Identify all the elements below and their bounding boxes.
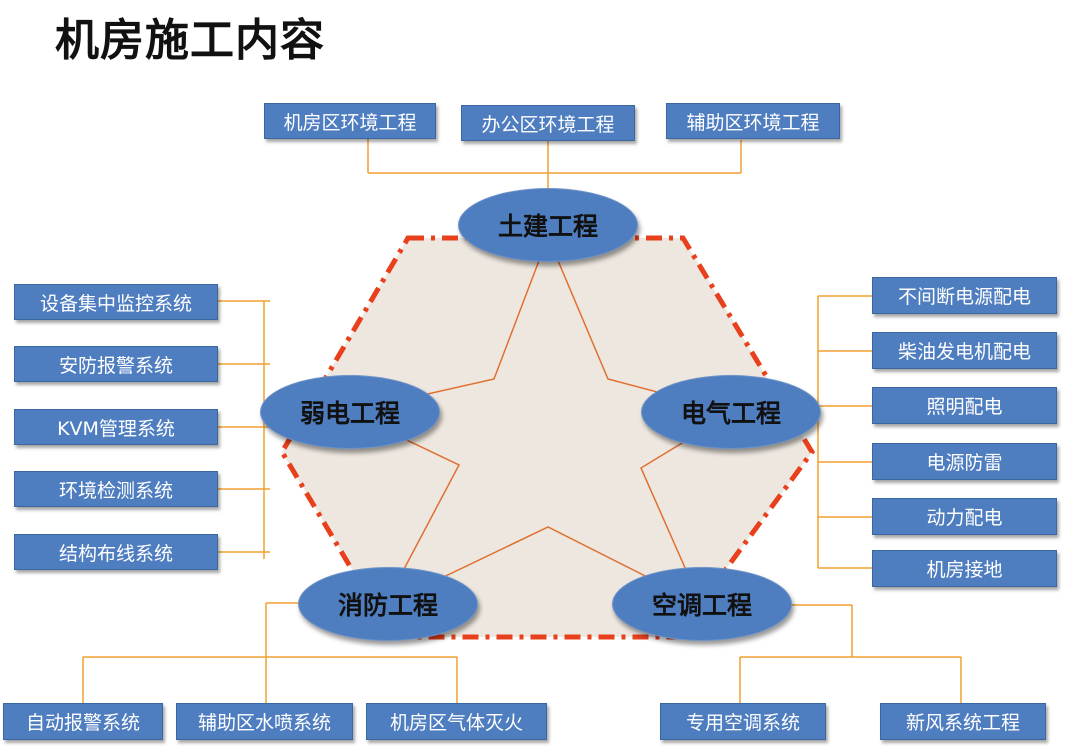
- fire-item-sprinkler: 辅助区水喷系统: [176, 703, 353, 740]
- electric-item-lightning: 电源防雷: [872, 443, 1057, 480]
- electric-item-grounding: 机房接地: [872, 550, 1057, 587]
- weak-item-monitoring: 设备集中监控系统: [14, 284, 218, 320]
- fire-connectors: [82, 602, 458, 703]
- electric-item-ups: 不间断电源配电: [872, 277, 1057, 314]
- hub-hvac: 空调工程: [612, 567, 792, 641]
- weak-item-env-detection: 环境检测系统: [14, 471, 218, 507]
- page-title: 机房施工内容: [55, 15, 325, 66]
- hvac-connectors: [739, 604, 962, 703]
- electric-item-diesel: 柴油发电机配电: [872, 332, 1057, 369]
- civil-item-machine-room-env: 机房区环境工程: [264, 103, 436, 139]
- electric-item-power: 动力配电: [872, 498, 1057, 535]
- weak-connectors: [218, 300, 270, 559]
- electric-connectors: [817, 295, 872, 569]
- civil-item-auxiliary-env: 辅助区环境工程: [666, 103, 840, 139]
- hub-weak: 弱电工程: [260, 375, 440, 449]
- hub-civil: 土建工程: [458, 188, 638, 262]
- weak-item-cabling: 结构布线系统: [14, 534, 218, 570]
- civil-item-office-env: 办公区环境工程: [461, 105, 635, 141]
- hub-electric: 电气工程: [641, 375, 821, 449]
- hvac-item-fresh-air: 新风系统工程: [880, 703, 1046, 740]
- civil-connectors: [367, 138, 742, 190]
- electric-item-lighting: 照明配电: [872, 387, 1057, 424]
- weak-item-security-alarm: 安防报警系统: [14, 346, 218, 382]
- weak-item-kvm: KVM管理系统: [14, 409, 218, 445]
- hub-fire: 消防工程: [298, 567, 478, 641]
- hvac-item-precision-ac: 专用空调系统: [660, 703, 826, 740]
- fire-item-auto-alarm: 自动报警系统: [3, 703, 163, 740]
- fire-item-gas-extinguish: 机房区气体灭火: [366, 703, 547, 740]
